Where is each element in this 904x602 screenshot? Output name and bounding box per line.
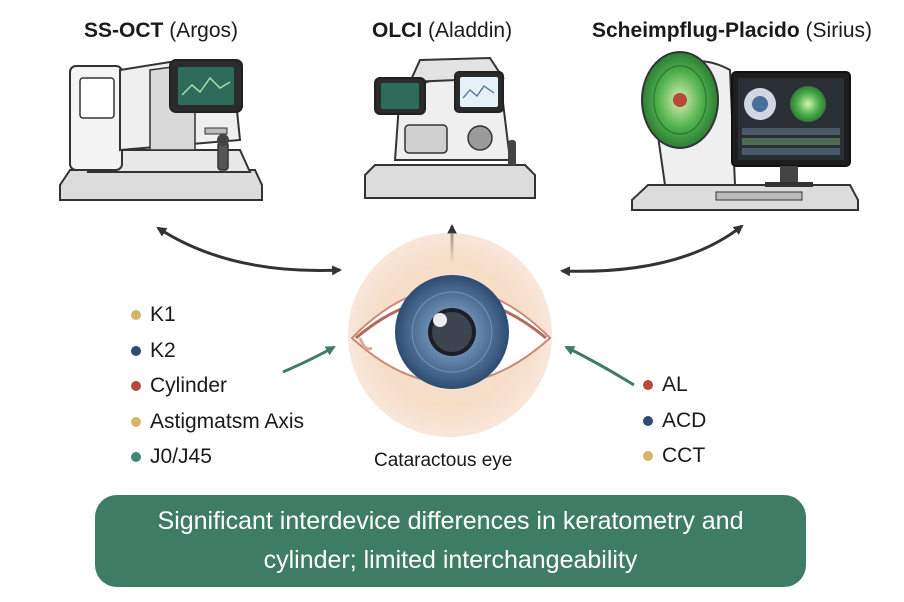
biometry-parameter-list: AL ACD CCT bbox=[640, 367, 706, 474]
bullet-dot bbox=[131, 310, 141, 320]
device-title-olci: OLCI (Aladdin) bbox=[372, 19, 512, 43]
device-title-sirius: Scheimpflug-Placido (Sirius) bbox=[592, 19, 872, 43]
param-label: Cylinder bbox=[150, 374, 228, 397]
param-label: ACD bbox=[662, 408, 707, 432]
device-model: (Argos) bbox=[169, 19, 239, 42]
eye-label: Cataractous eye bbox=[374, 450, 513, 471]
bullet-dot bbox=[131, 452, 141, 462]
ss-oct-device-illustration bbox=[59, 59, 263, 201]
list-item: AL bbox=[640, 367, 706, 403]
bullet-dot bbox=[131, 381, 141, 391]
list-item: CCT bbox=[640, 438, 706, 474]
bullet-dot bbox=[131, 416, 141, 427]
sirius-device-illustration bbox=[631, 51, 859, 211]
bullet-dot bbox=[643, 451, 653, 461]
keratometry-parameter-list: K1 K2 Cylinder Astigmatsm Axis J0/J45 bbox=[128, 297, 304, 475]
device-name: Scheimpflug-Placido bbox=[592, 19, 800, 42]
param-label: Astigmatsm Axis bbox=[150, 409, 305, 433]
conclusion-text: Significant interdevice differences in k… bbox=[157, 507, 744, 574]
device-model: (Aladdin) bbox=[428, 19, 513, 42]
list-item: Cylinder bbox=[128, 368, 304, 404]
list-item: ACD bbox=[640, 403, 706, 439]
bullet-dot bbox=[131, 345, 141, 356]
device-name: OLCI bbox=[372, 19, 423, 42]
arrow-biometry-to-eye bbox=[564, 345, 635, 387]
bullet-dot bbox=[643, 415, 653, 426]
cataractous-eye-illustration bbox=[348, 233, 552, 437]
param-label: J0/J45 bbox=[150, 445, 212, 468]
param-label: K2 bbox=[150, 338, 176, 362]
olci-device-illustration bbox=[364, 56, 536, 199]
list-item: K1 bbox=[128, 297, 304, 333]
arrow-sirius-to-eye bbox=[560, 224, 744, 277]
arrow-keratometry-to-eye bbox=[282, 345, 336, 374]
device-title-ss-oct: SS-OCT (Argos) bbox=[84, 19, 238, 43]
list-item: J0/J45 bbox=[128, 439, 304, 475]
arrow-ss-oct-to-eye bbox=[156, 226, 342, 276]
device-name: SS-OCT bbox=[84, 19, 164, 42]
param-label: AL bbox=[662, 373, 688, 396]
bullet-dot bbox=[643, 380, 653, 390]
param-label: K1 bbox=[150, 303, 176, 326]
device-model: (Sirius) bbox=[805, 19, 873, 42]
conclusion-box: Significant interdevice differences in k… bbox=[95, 495, 806, 587]
list-item: K2 bbox=[128, 333, 304, 369]
param-label: CCT bbox=[662, 444, 706, 467]
list-item: Astigmatsm Axis bbox=[128, 404, 304, 440]
